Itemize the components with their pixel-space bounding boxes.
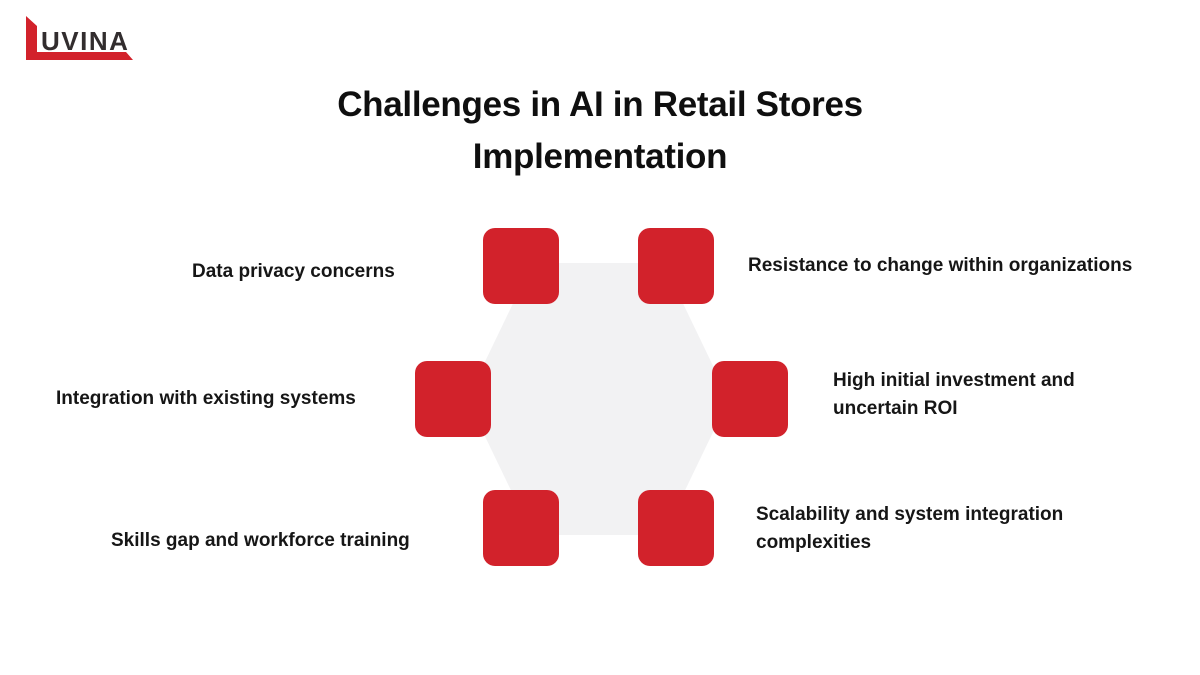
luvina-logo: UVINA xyxy=(18,13,142,65)
logo-text: UVINA xyxy=(41,26,129,56)
page-title: Challenges in AI in Retail Stores Implem… xyxy=(337,85,863,176)
node-square-bottom-left xyxy=(483,490,559,566)
challenge-label-bottom-right: Scalability and system integration compl… xyxy=(756,504,1064,553)
node-square-bottom-right xyxy=(638,490,714,566)
challenge-label-bottom-left: Skills gap and workforce training xyxy=(111,530,410,551)
luvina-logo-graphic: UVINA xyxy=(26,16,133,60)
challenge-label-middle-left: Integration with existing systems xyxy=(56,388,356,409)
node-square-top-right xyxy=(638,228,714,304)
challenge-label-top-left: Data privacy concerns xyxy=(192,261,395,282)
node-square-middle-right xyxy=(712,361,788,437)
challenge-label-middle-right: High initial investment and uncertain RO… xyxy=(833,370,1075,419)
logo-red-l-mark-icon xyxy=(26,16,133,60)
challenge-label-top-right: Resistance to change within organization… xyxy=(748,255,1133,276)
node-square-top-left xyxy=(483,228,559,304)
node-square-middle-left xyxy=(415,361,491,437)
